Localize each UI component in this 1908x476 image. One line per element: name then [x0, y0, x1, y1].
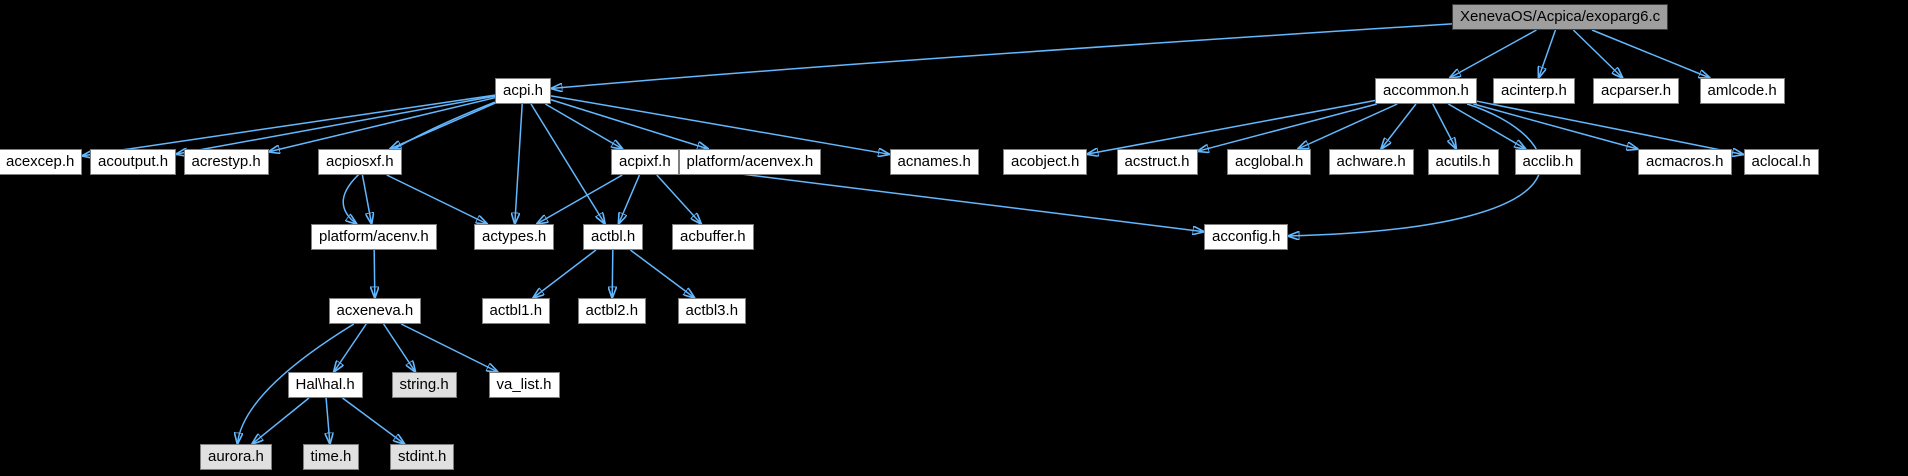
edge-accommon-acmacros	[1473, 103, 1638, 149]
graph-node-actypes[interactable]: actypes.h	[474, 224, 555, 250]
edge-acpi-acexcep	[82, 94, 496, 156]
graph-node-stdint[interactable]: stdint.h	[390, 444, 455, 470]
edge-acpi-acenvex	[550, 99, 708, 149]
graph-node-acexcep[interactable]: acexcep.h	[0, 149, 83, 175]
graph-node-acnames[interactable]: acnames.h	[889, 149, 979, 175]
edge-acpi-acrestyp	[269, 96, 496, 152]
graph-node-acenvex[interactable]: platform/acenvex.h	[678, 149, 822, 175]
graph-node-string[interactable]: string.h	[391, 372, 457, 398]
graph-node-acclib[interactable]: acclib.h	[1514, 149, 1582, 175]
edge-actbl-actbl1	[533, 249, 597, 298]
edge-acxeneva-string	[382, 323, 416, 372]
graph-node-acobject[interactable]: acobject.h	[1003, 149, 1088, 175]
edge-acxeneva-valist	[400, 323, 498, 372]
edge-acpi-acoutput	[176, 95, 496, 154]
graph-node-accommon[interactable]: accommon.h	[1375, 78, 1477, 104]
edge-acxeneva-halhal	[334, 323, 367, 372]
graph-node-aclocal[interactable]: aclocal.h	[1743, 149, 1819, 175]
graph-node-actbl3[interactable]: actbl3.h	[677, 298, 747, 324]
graph-node-achware[interactable]: achware.h	[1328, 149, 1414, 175]
graph-node-time[interactable]: time.h	[302, 444, 360, 470]
edge-acpiosxf-actypes	[386, 174, 488, 224]
graph-node-acpixf[interactable]: acpixf.h	[611, 149, 679, 175]
edge-exoparg6-amlcode	[1591, 29, 1710, 78]
edge-actbl-actbl2	[612, 249, 613, 298]
edge-acpi-actbl	[530, 103, 605, 224]
edge-exoparg6-acparser	[1572, 29, 1622, 78]
graph-node-acrestyp[interactable]: acrestyp.h	[183, 149, 269, 175]
graph-node-acpiosxf[interactable]: acpiosxf.h	[318, 149, 402, 175]
graph-node-acglobal[interactable]: acglobal.h	[1227, 149, 1312, 175]
graph-node-acenv[interactable]: platform/acenv.h	[311, 224, 437, 250]
edge-accommon-acstruct	[1198, 103, 1377, 151]
graph-node-halhal[interactable]: Hal\hal.h	[287, 372, 363, 398]
edge-acpixf-acbuffer	[656, 174, 701, 224]
edge-exoparg6-accommon	[1450, 29, 1537, 78]
graph-node-acconfig[interactable]: acconfig.h	[1204, 224, 1289, 250]
graph-node-actbl1[interactable]: actbl1.h	[481, 298, 551, 324]
edge-exoparg6-acinterp	[1539, 29, 1557, 78]
edge-acpixf-actbl	[619, 174, 641, 224]
edge-acenv-acxeneva	[374, 249, 375, 298]
graph-node-acmacros[interactable]: acmacros.h	[1638, 149, 1732, 175]
edge-exoparg6-acpi	[551, 23, 1453, 89]
graph-node-actbl2[interactable]: actbl2.h	[577, 298, 647, 324]
edge-actbl-actbl3	[629, 249, 694, 298]
edge-acpiosxf-acenv	[361, 174, 371, 224]
graph-node-acparser[interactable]: acparser.h	[1593, 78, 1680, 104]
edge-halhal-aurora	[252, 397, 310, 444]
edge-accommon-acglobal	[1298, 103, 1398, 149]
graph-node-acoutput[interactable]: acoutput.h	[90, 149, 177, 175]
edge-accommon-achware	[1381, 103, 1417, 149]
edge-accommon-acutils	[1432, 103, 1456, 149]
graph-node-exoparg6: XenevaOS/Acpica/exoparg6.c	[1452, 4, 1669, 30]
graph-node-acstruct[interactable]: acstruct.h	[1116, 149, 1198, 175]
edge-acpi-acpixf	[544, 103, 622, 149]
graph-node-amlcode[interactable]: amlcode.h	[1699, 78, 1785, 104]
edge-acpixf-acconfig	[678, 165, 1204, 232]
edge-accommon-acclib	[1447, 103, 1525, 149]
graph-node-acbuffer[interactable]: acbuffer.h	[672, 224, 754, 250]
edge-acpi-actypes	[515, 103, 523, 224]
edge-acpi-acnames	[550, 95, 890, 154]
graph-node-actbl[interactable]: actbl.h	[583, 224, 644, 250]
graph-node-acpi[interactable]: acpi.h	[495, 78, 552, 104]
edge-acpixf-actypes	[537, 174, 623, 224]
edge-halhal-time	[326, 397, 330, 444]
edge-accommon-aclocal	[1476, 100, 1744, 154]
graph-node-aurora[interactable]: aurora.h	[200, 444, 272, 470]
graph-node-acinterp[interactable]: acinterp.h	[1493, 78, 1575, 104]
edge-acxeneva-aurora	[237, 323, 355, 444]
edge-accommon-acobject	[1087, 99, 1376, 155]
edge-accommon-acconfig	[1288, 103, 1542, 236]
graph-node-acutils[interactable]: acutils.h	[1427, 149, 1499, 175]
edge-halhal-stdint	[342, 397, 405, 444]
graph-node-valist[interactable]: va_list.h	[488, 372, 560, 398]
graph-node-acxeneva[interactable]: acxeneva.h	[328, 298, 422, 324]
